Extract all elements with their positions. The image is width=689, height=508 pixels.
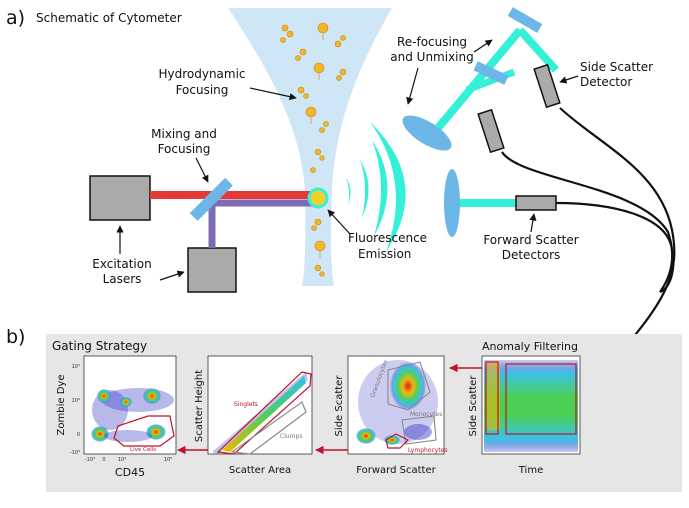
refocusing-lens — [402, 115, 452, 151]
refocus-arrow — [406, 67, 419, 105]
label-excitation-1: Excitation — [92, 257, 151, 271]
side-scatter-beam-reflected — [517, 27, 559, 73]
plot3-ylabel: Side Scatter — [334, 375, 345, 437]
forward-detector-arrow — [529, 213, 537, 233]
plot1-xlabel: CD45 — [115, 466, 145, 479]
panel-a-title: Schematic of Cytometer — [36, 11, 182, 25]
plot1-ylabel: Zombie Dye — [56, 375, 67, 436]
label-refocus-2: and Unmixing — [390, 50, 473, 64]
label-hydrodynamic-1: Hydrodynamic — [158, 67, 245, 81]
anomaly-title: Anomaly Filtering — [482, 340, 578, 353]
label-refocus-1: Re-focusing — [397, 35, 467, 49]
panel-b-letter: b) — [6, 326, 25, 348]
singlets-label: Singlets — [234, 401, 258, 408]
excitation-arrow-2 — [159, 270, 185, 281]
monocytes-label: Monocytes — [410, 411, 442, 418]
label-mixing-1: Mixing and — [151, 127, 217, 141]
plot2-ylabel: Scatter Height — [194, 370, 205, 442]
side-mirror-mid — [473, 61, 509, 85]
hydro-arrow — [249, 87, 297, 101]
detector-cables — [501, 107, 676, 371]
panel-a-letter: a) — [6, 7, 25, 29]
label-forward-detector-1: Forward Scatter — [483, 233, 578, 247]
live-cells-label: Live Cells — [130, 447, 156, 453]
plot1-ytick-1: 10⁵ — [72, 364, 80, 370]
label-forward-detector-2: Detectors — [502, 248, 561, 262]
label-mixing-2: Focusing — [158, 142, 211, 156]
plot-scatter-gates: Granulocytes Monocytes Lymphocytes Forwa… — [334, 355, 448, 476]
excitation-laser-1 — [89, 175, 151, 221]
excitation-laser-2 — [187, 247, 237, 293]
label-fluorescence-1: Fluorescence — [348, 231, 427, 245]
sample-particles — [280, 22, 347, 277]
unmix-arrow — [473, 39, 493, 53]
label-side-detector-1: Side Scatter — [580, 60, 653, 74]
label-excitation-2: Lasers — [103, 272, 142, 286]
clumps-label: Clumps — [280, 433, 302, 440]
plot2-xlabel: Scatter Area — [229, 465, 291, 476]
side-scatter-detector — [533, 63, 561, 109]
label-hydrodynamic-2: Focusing — [176, 83, 229, 97]
plot4-ylabel: Side Scatter — [468, 375, 479, 437]
plot1-xtick-4: 10⁵ — [164, 457, 172, 463]
side-scatter-beam — [434, 27, 524, 131]
lymphocytes-label: Lymphocytes — [408, 447, 448, 454]
mixing-arrow — [195, 157, 209, 183]
dichroic-mirror — [189, 177, 233, 221]
plot1-xtick-2: 0 — [102, 457, 105, 463]
side-mirror-top — [507, 7, 543, 33]
fluid-stream — [228, 8, 392, 286]
plot1-xtick-1: -10³ — [85, 457, 95, 463]
purple-laser-beam — [208, 199, 312, 248]
side-scatter-detector-2 — [477, 108, 505, 154]
side-detector-arrow — [559, 75, 579, 84]
plot1-ytick-3: 0 — [77, 432, 80, 438]
fluorescence-arrow — [327, 209, 351, 235]
label-side-detector-2: Detector — [580, 75, 632, 89]
fluorescence-arcs — [346, 122, 406, 252]
label-fluorescence-2: Emission — [358, 247, 411, 261]
plot1-xtick-3: 10³ — [118, 457, 126, 463]
plot3-xlabel: Forward Scatter — [356, 465, 436, 476]
plot1-ytick-2: 10³ — [72, 398, 80, 404]
forward-scatter-detector — [515, 195, 557, 211]
forward-lens — [444, 169, 460, 237]
plot1-ytick-4: -10³ — [70, 450, 80, 456]
plot-live-cells: Live Cells 10⁵ 10³ 0 -10³ -10³ 0 10³ 10⁵… — [56, 355, 177, 479]
plot-singlets: Singlets Clumps Scatter Area Scatter Hei… — [194, 355, 313, 476]
plot4-xlabel: Time — [518, 465, 543, 476]
gating-title: Gating Strategy — [52, 339, 147, 353]
plot-anomaly-filtering: Time Side Scatter — [468, 355, 581, 476]
interrogation-point — [307, 187, 329, 209]
